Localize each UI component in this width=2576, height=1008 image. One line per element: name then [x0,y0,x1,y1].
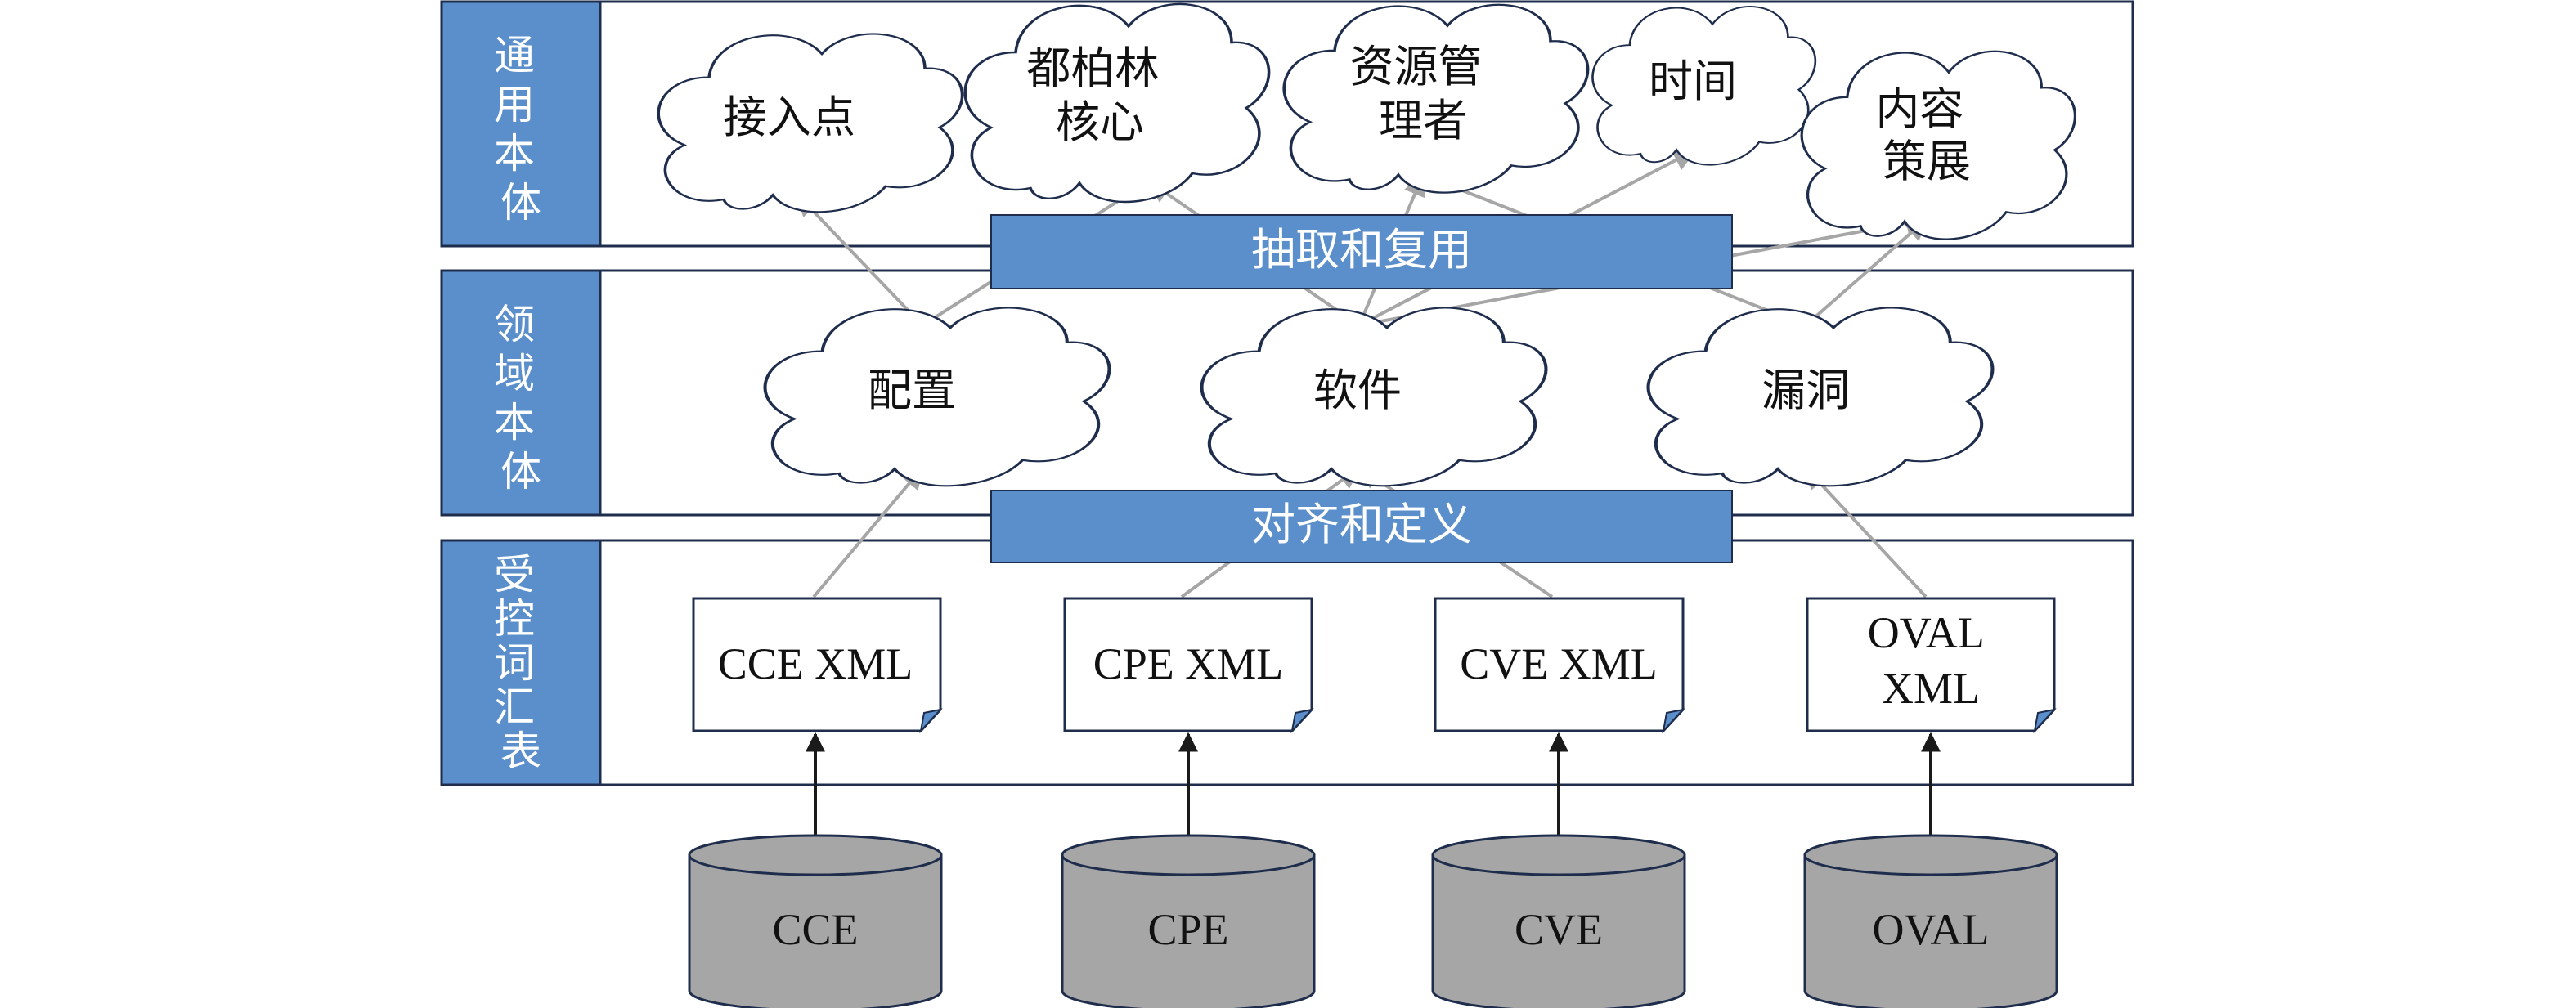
svg-text:配置: 配置 [868,365,956,416]
database-cce: CCE [688,834,943,1008]
svg-text:都柏林 核心: 都柏林 核心 [1026,43,1173,148]
align-define-bar [990,490,1733,563]
extract-reuse-label: 抽取和复用 [1251,224,1472,276]
svg-text:CVE: CVE [1515,905,1603,954]
svg-text:软件: 软件 [1313,365,1402,416]
cloud-content-curation: 内容 策展 [1800,50,2077,241]
svg-text:CCE XML: CCE XML [718,639,913,688]
svg-text:CPE XML: CPE XML [1093,639,1284,688]
cloud-resource-manager: 资源管 理者 [1282,2,1590,195]
doc-cve-xml: CVE XML [1434,597,1685,734]
doc-cce-xml: CCE XML [692,597,943,734]
svg-text:CCE: CCE [772,905,858,954]
database-oval: OVAL [1803,834,2058,1008]
svg-text:接入点: 接入点 [723,92,855,143]
extract-reuse-bar [990,214,1733,289]
svg-text:OVAL: OVAL [1872,905,1989,954]
doc-oval-xml: OVAL XML [1806,597,2057,734]
svg-text:内容 策展: 内容 策展 [1875,83,1977,187]
layer-label-box-bottom [440,539,602,786]
svg-text:资源管 理者: 资源管 理者 [1349,41,1496,146]
cloud-access-point: 接入点 [657,32,964,214]
svg-text:OVAL XML: OVAL XML [1868,608,1995,713]
cloud-time: 时间 [1591,5,1817,166]
svg-text:漏洞: 漏洞 [1761,365,1850,416]
cloud-dublin-core: 都柏林 核心 [963,2,1271,204]
database-cpe: CPE [1061,834,1316,1008]
svg-text:CPE: CPE [1147,905,1228,954]
layer-label-middle: 领 域 本 体 [494,301,548,495]
svg-text:时间: 时间 [1649,56,1737,107]
doc-cpe-xml: CPE XML [1063,597,1314,734]
cloud-software: 软件 [1202,308,1546,486]
layer-label-box-top [440,0,602,248]
layer-label-box-middle [440,269,602,517]
cloud-vulnerability: 漏洞 [1649,308,1993,486]
layer-label-bottom: 受 控 词 汇 表 [494,551,548,775]
align-define-label: 对齐和定义 [1251,499,1472,550]
svg-text:CVE XML: CVE XML [1460,639,1658,688]
cloud-config: 配置 [765,308,1110,486]
layer-label-top: 通 用 本 体 [494,32,548,226]
db-to-xml-arrows [806,732,1941,839]
database-cve: CVE [1431,834,1686,1008]
